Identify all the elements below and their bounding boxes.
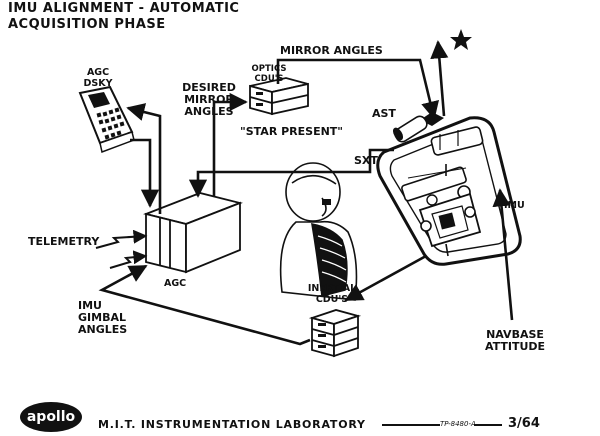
label-navbase-attitude: NAVBASE ATTITUDE [484,328,546,353]
agc-computer-box [143,192,243,274]
label-sxt: SXT [354,154,378,167]
footer-lab-name: M.I.T. INSTRUMENTATION LABORATORY [98,418,366,431]
footer-doc-number: TP-8480-A [440,420,476,428]
label-optics-cdus: OPTICS CDU'S [251,64,287,84]
label-mirror-angles: MIRROR ANGLES [280,44,383,57]
dsky-keypad [78,85,135,154]
title-line-2: ACQUISITION PHASE [8,17,166,32]
apollo-logo: apollo [20,402,82,432]
navbase-assembly [376,112,522,266]
label-desired-mirror-angles: DESIRED MIRROR ANGLES [182,81,236,118]
title-line-1: IMU ALIGNMENT - AUTOMATIC [8,1,240,16]
label-agc-dsky: AGC DSKY [83,67,113,89]
label-agc: AGC [164,278,187,289]
footer-page-number: 3/64 [508,416,540,431]
label-ast: AST [372,107,396,120]
telemetry-arrows [95,229,148,269]
label-imu: IMU [504,200,525,211]
label-inertial-cdus: INERTIAL CDU'S [307,283,357,305]
optics-cdu-box [249,77,309,116]
astronaut-figure [279,162,358,301]
label-telemetry: TELEMETRY [28,235,100,248]
star-icon [450,29,472,50]
label-star-present: "STAR PRESENT" [240,125,344,138]
label-imu-gimbal-angles: IMU GIMBAL ANGLES [78,299,128,336]
inertial-cdu-box [308,309,362,358]
signal-lines [98,40,514,346]
